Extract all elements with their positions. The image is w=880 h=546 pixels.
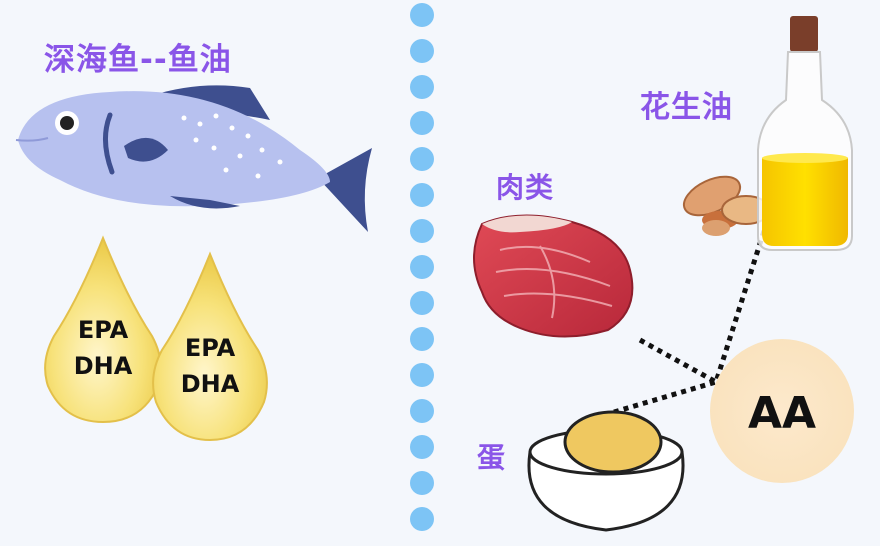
divider-dot (410, 399, 434, 423)
drop2-line1: EPA (185, 334, 236, 362)
fish-icon (15, 85, 372, 232)
divider-dot (410, 255, 434, 279)
divider-dot (410, 3, 434, 27)
deep-sea-fish-oil-label: 深海鱼--鱼油 (44, 42, 232, 78)
divider-dot (410, 147, 434, 171)
divider-dot (410, 435, 434, 459)
peanut-icon (682, 175, 771, 236)
oil-drop-icon-2: EPA DHA (152, 251, 268, 442)
divider-dot (410, 363, 434, 387)
divider-dot (410, 39, 434, 63)
oil-drop-icon-1: EPA DHA (44, 235, 162, 424)
egg-icon (527, 410, 685, 532)
meat-icon (473, 214, 634, 338)
divider-dot (410, 75, 434, 99)
divider-dot (410, 507, 434, 531)
aa-label: AA (748, 388, 816, 439)
egg-label: 蛋 (477, 441, 507, 474)
drop2-line2: DHA (181, 370, 240, 398)
drop1-line2: DHA (74, 352, 133, 380)
aa-circle-icon: AA (710, 339, 854, 483)
divider-dot (410, 111, 434, 135)
connector-lines (613, 211, 773, 415)
peanut-oil-label: 花生油 (640, 90, 733, 125)
divider-dot (410, 183, 434, 207)
oil-bottle-icon (757, 16, 853, 251)
divider-dot (410, 327, 434, 351)
divider-dot (410, 471, 434, 495)
divider-dot (410, 219, 434, 243)
meat-label: 肉类 (496, 171, 555, 204)
dotted-divider (410, 3, 434, 531)
drop1-line1: EPA (78, 316, 129, 344)
divider-dot (410, 291, 434, 315)
